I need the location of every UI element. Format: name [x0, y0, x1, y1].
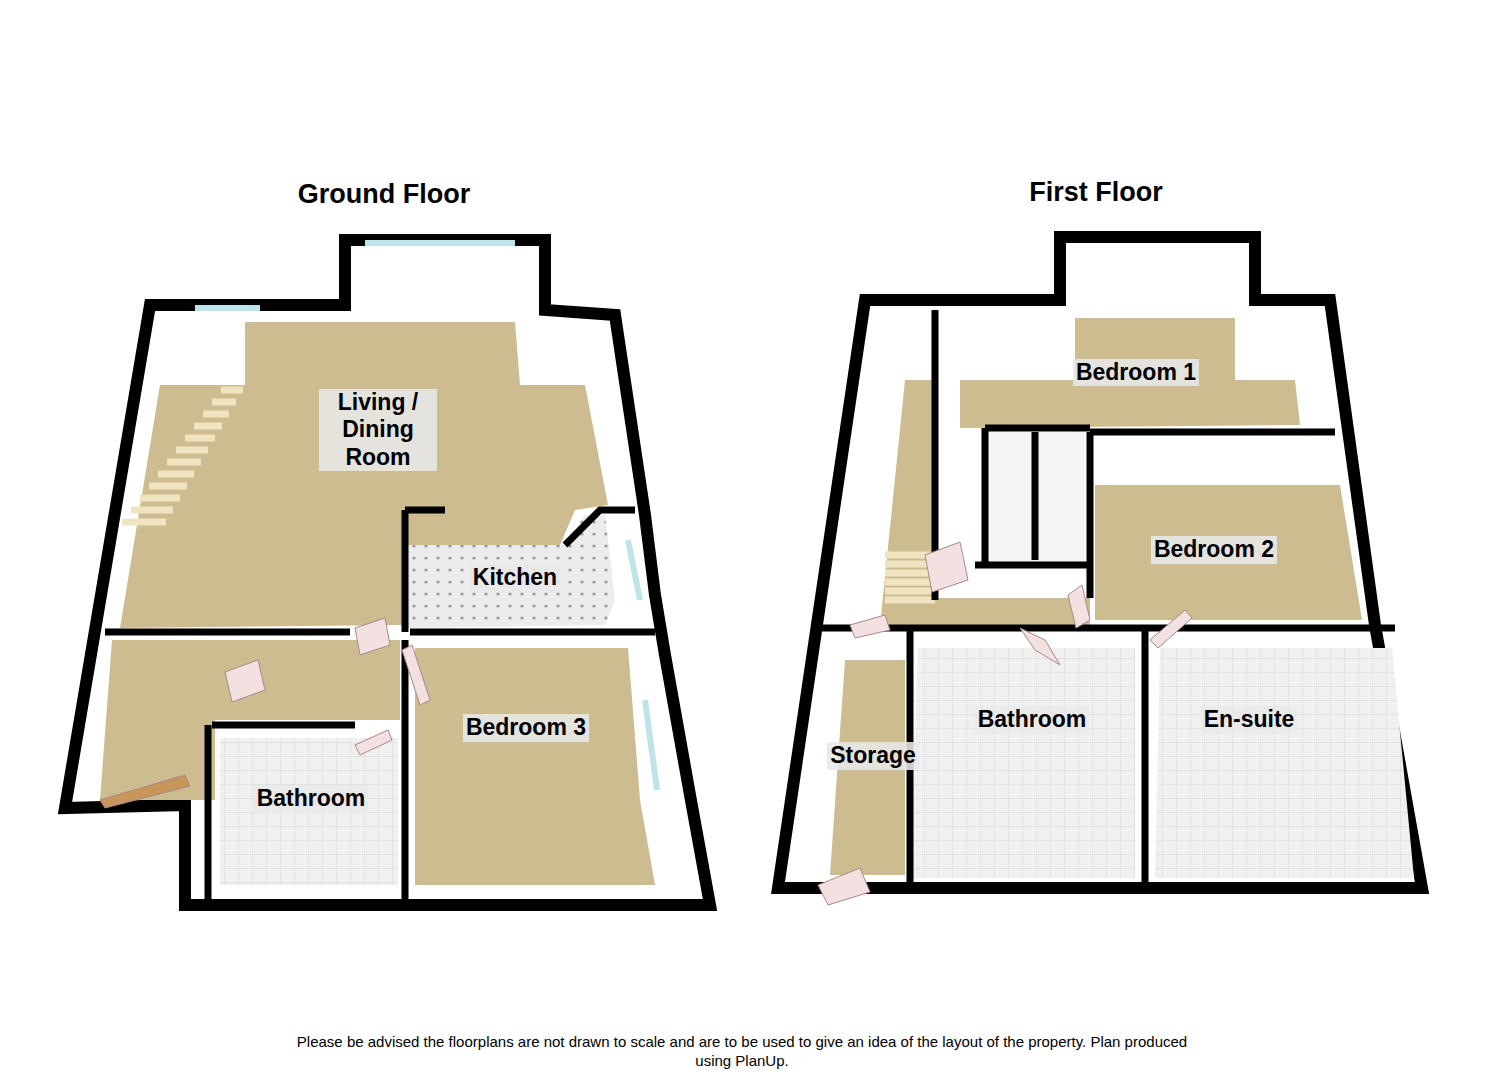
room-label: Bedroom 2 [1151, 536, 1277, 563]
room-floor [220, 738, 398, 885]
room-floor [415, 648, 655, 885]
room-label: Bedroom 1 [1073, 359, 1199, 386]
room: Bedroom 3 [425, 650, 627, 806]
door [1068, 585, 1090, 628]
room: Bathroom [225, 745, 397, 853]
interior-wall [1090, 429, 1335, 436]
room: En-suite [1160, 650, 1338, 790]
disclaimer-caption: Please be advised the floorplans are not… [292, 1032, 1192, 1070]
door [402, 645, 430, 705]
interior-wall [982, 428, 989, 565]
room: Bedroom 1 [1000, 350, 1272, 395]
stair-step [131, 507, 173, 514]
room: Bathroom [925, 650, 1139, 790]
outer-wall [65, 240, 710, 905]
room-floor [120, 322, 608, 628]
stair-step [221, 387, 243, 394]
stair-step [185, 435, 215, 442]
interior-wall [402, 510, 409, 632]
interior-wall [402, 640, 409, 905]
room-floor [1095, 485, 1362, 620]
floor-plan: Ground FloorLiving / Dining RoomKitchenB… [55, 165, 720, 920]
room-label: Living / Dining Room [319, 389, 437, 470]
door [1150, 610, 1192, 648]
stair-step [885, 579, 935, 586]
room-floor [1155, 648, 1414, 878]
room-label: Bathroom [975, 706, 1090, 733]
interior-wall [815, 625, 1395, 632]
floor-heading: First Floor [1029, 177, 1163, 208]
interior-wall [1142, 628, 1149, 888]
stair-step [212, 399, 236, 406]
window [628, 540, 640, 600]
window [195, 305, 260, 311]
stair-step [122, 519, 166, 526]
floor-outline [770, 165, 1435, 920]
room: Storage [815, 700, 931, 812]
room-floor [405, 515, 615, 628]
outer-wall [778, 237, 1422, 888]
stair-step [885, 597, 935, 604]
interior-wall [1032, 432, 1039, 560]
door [355, 730, 392, 755]
door [850, 615, 890, 638]
stair-step [167, 459, 201, 466]
interior-wall [205, 725, 212, 905]
stair-step [158, 471, 194, 478]
floor-plan: First FloorBedroom 1 Bedroom 2 Storage Bath… [770, 165, 1435, 920]
interior-wall [1087, 432, 1094, 598]
stair-step [176, 447, 208, 454]
stair-step [203, 411, 229, 418]
door [818, 868, 870, 905]
interior-wall [410, 629, 655, 636]
floor-outline [55, 165, 720, 920]
room-label: Storage [827, 742, 919, 769]
room-floor [910, 648, 1135, 878]
stair-step [885, 588, 935, 595]
room-label: En-suite [1201, 706, 1298, 733]
stair-step [194, 423, 222, 430]
interior-wall [105, 629, 350, 636]
interior-wall [565, 510, 635, 545]
room: Living / Dining Room [200, 340, 556, 520]
stair-step [140, 495, 180, 502]
interior-wall [985, 425, 1090, 432]
interior-wall [212, 722, 355, 729]
room-floor [960, 318, 1300, 428]
room-label: Kitchen [470, 564, 560, 591]
window [365, 240, 515, 246]
door [1020, 628, 1060, 665]
window [645, 700, 657, 790]
room-floor [985, 428, 1085, 568]
door [225, 660, 265, 702]
door [355, 618, 390, 655]
floor-heading: Ground Floor [298, 179, 470, 210]
interior-wall [405, 507, 445, 514]
room-label: Bedroom 3 [463, 714, 589, 741]
door [100, 775, 190, 808]
room: Kitchen [420, 550, 610, 606]
door [925, 542, 968, 592]
stair-step [149, 483, 187, 490]
room-label: Bathroom [254, 785, 369, 812]
room: Bedroom 2 [1100, 500, 1328, 600]
interior-wall [975, 562, 1090, 569]
